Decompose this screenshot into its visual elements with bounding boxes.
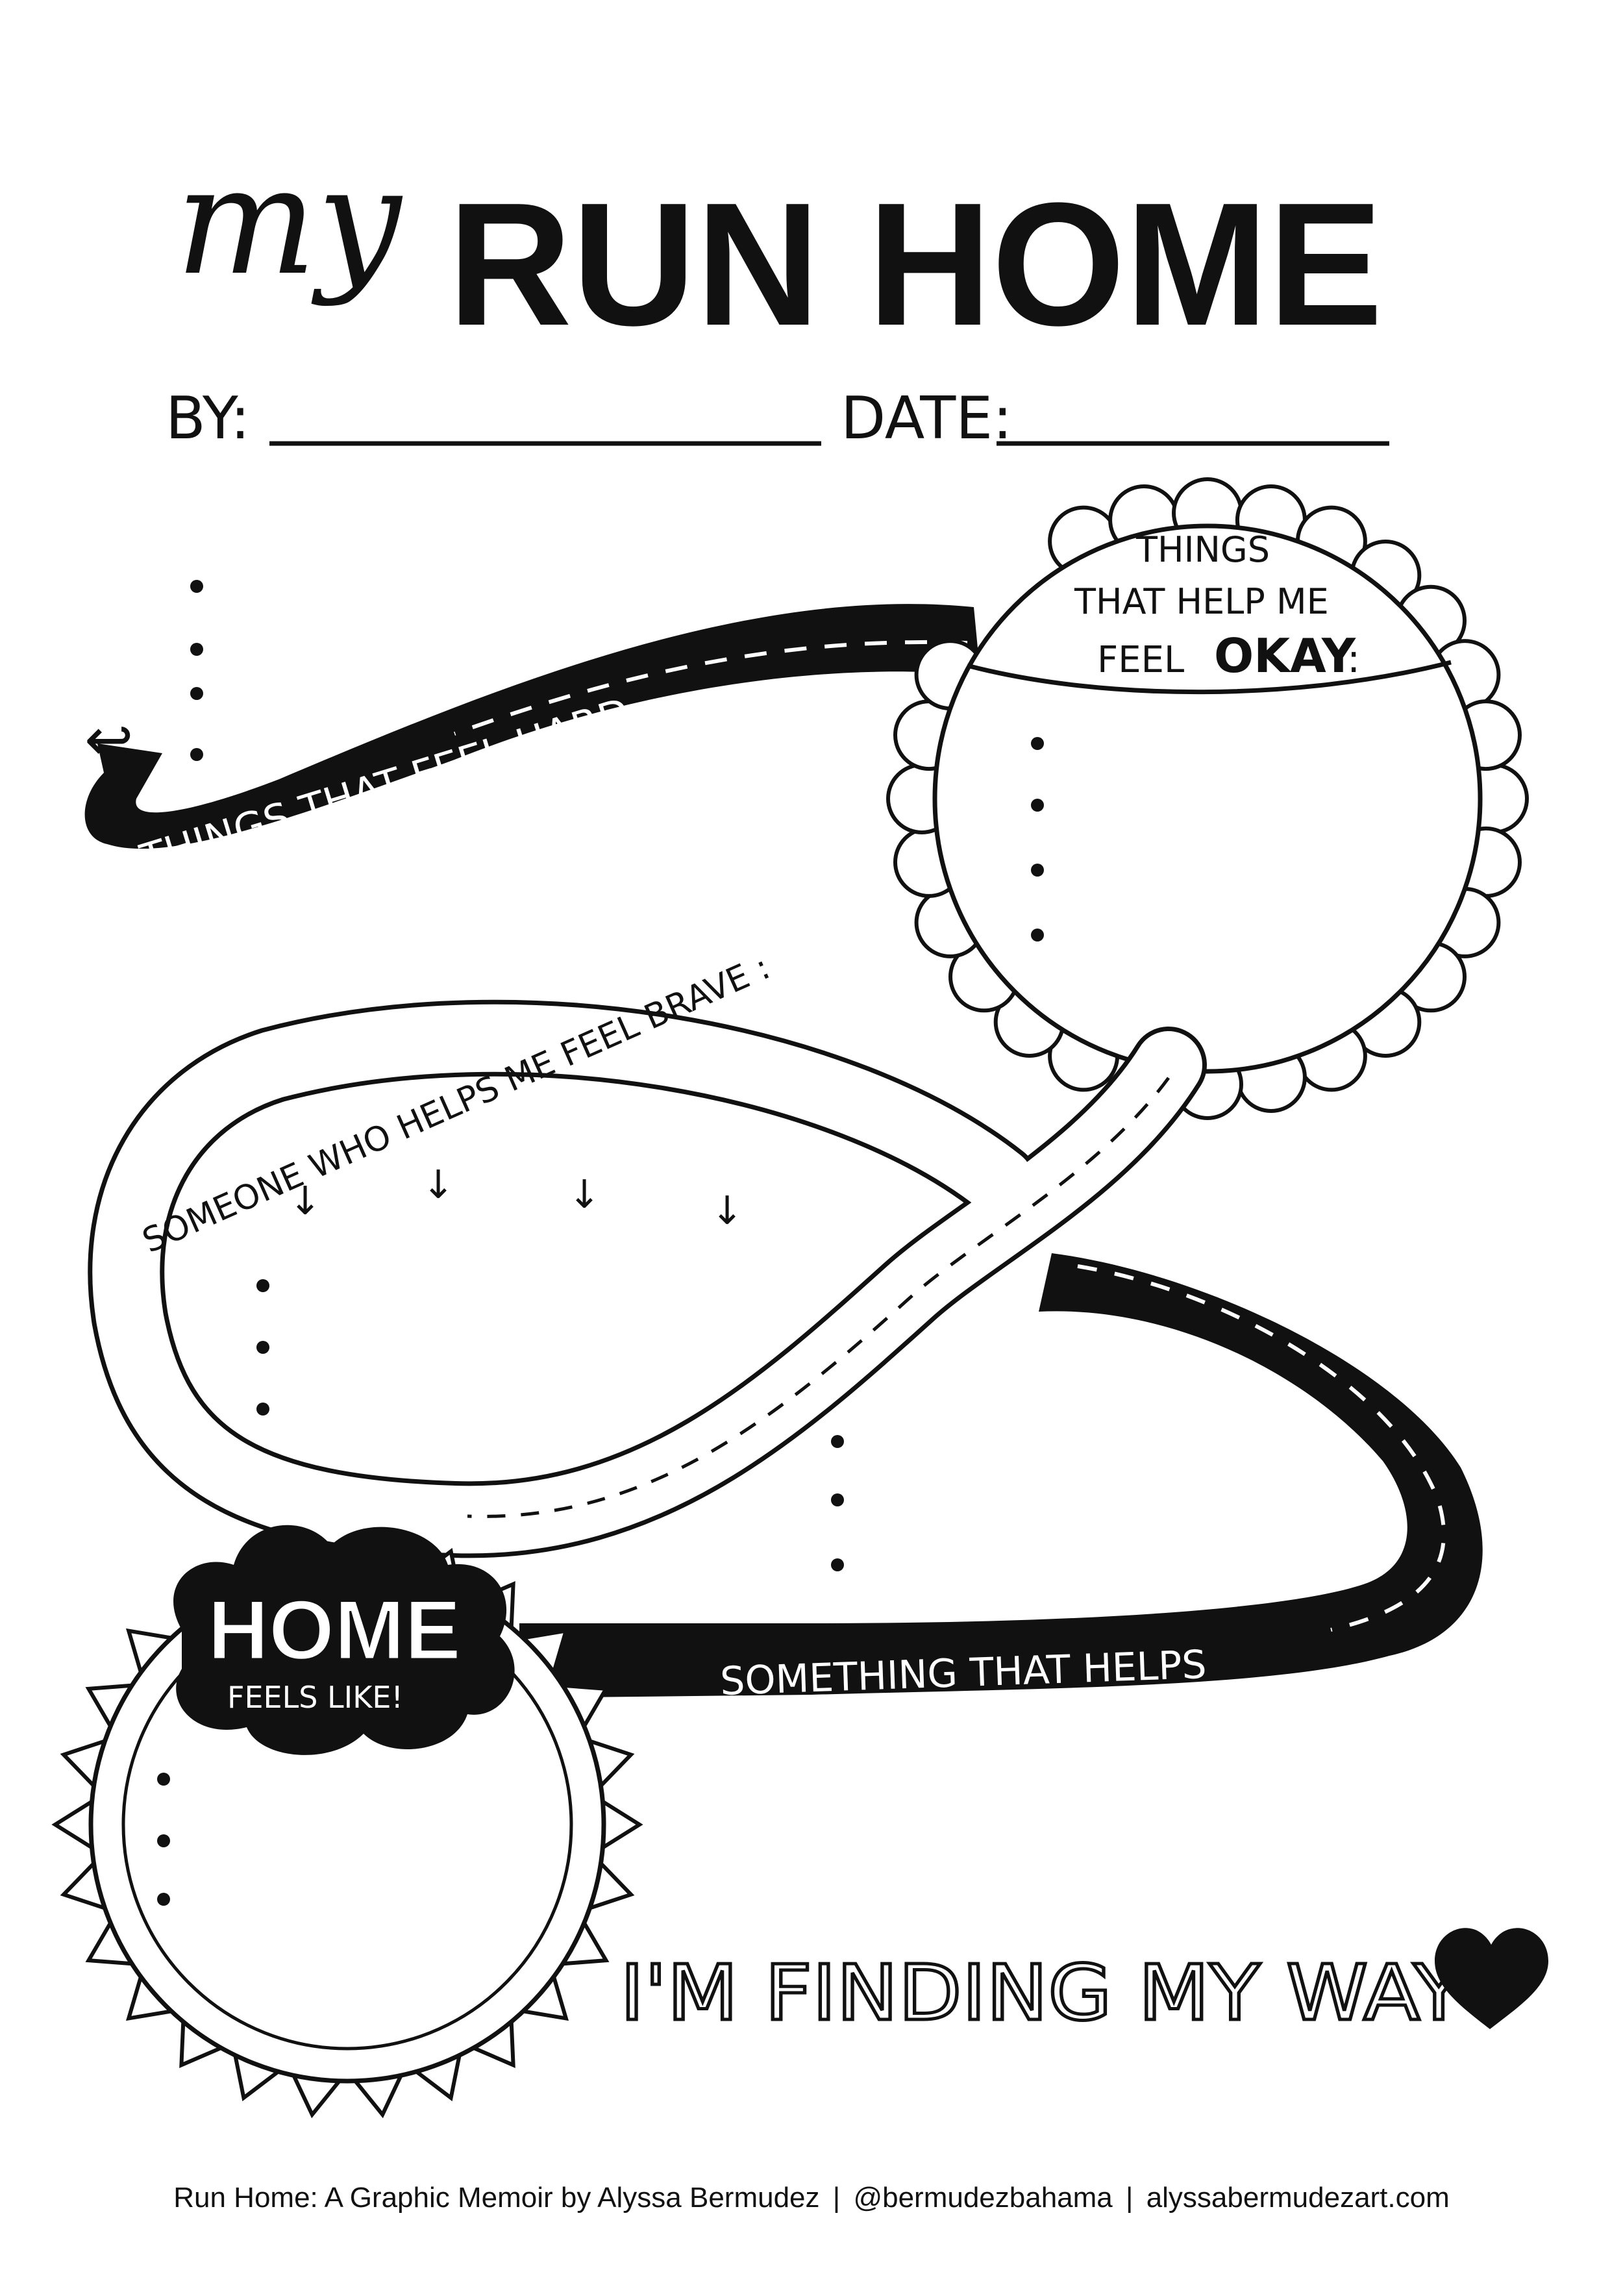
dot-bullet-icon [157,1773,170,1786]
arrow-icon: ➢ [1292,1620,1335,1677]
arrow-icon: ↓ [289,1179,321,1224]
footer-credit: Run Home: A Graphic Memoir by Alyssa Ber… [0,2182,1623,2214]
okay-label-colon: : [1347,636,1360,682]
footer-sep: | [1126,2182,1134,2214]
home-small-label: FEELS LIKE! [227,1680,403,1715]
dot-bullet-icon [831,1493,844,1506]
footer-sep: | [832,2182,841,2214]
dot-bullet-icon [1031,737,1044,750]
going-label-2: ME KEEP GOING [807,1710,1121,1766]
sun-ray [51,1798,94,1851]
dot-bullet-icon [1031,799,1044,812]
hard-label: THINGS THAT FEEL HARD [134,688,636,882]
brave-arrows: ↓ ↓ ↓ ↓ [289,1162,743,1234]
dot-bullet-icon [1031,929,1044,942]
home-cloud: HOME FEELS LIKE! [173,1525,515,1755]
dot-bullet-icon [1031,864,1044,877]
okay-bullets[interactable] [1031,737,1044,942]
hard-road: THINGS THAT FEEL HARD ↩ [84,604,980,883]
arrow-icon: ↓ [711,1188,743,1234]
dot-bullet-icon [157,1893,170,1906]
page-title: RUN HOME [448,167,1383,362]
dot-bullet-icon [190,748,203,761]
arrow-icon: ↓ [568,1172,601,1217]
heart-icon [1435,1928,1548,2029]
dot-bullet-icon [190,687,203,700]
going-bullets[interactable] [831,1435,844,1571]
brave-bullets[interactable] [256,1279,269,1416]
sun-ray [601,1798,643,1851]
okay-label-3b: OKAY [1214,629,1356,683]
home-big-label: HOME [208,1582,461,1677]
date-label: DATE: [841,384,1012,453]
home-bullets[interactable] [157,1773,170,1906]
okay-circle: THINGS THAT HELP ME FEEL OKAY : [886,477,1529,1120]
hard-bullets[interactable] [190,580,203,761]
dot-bullet-icon [190,580,203,593]
okay-label-3a: FEEL [1097,639,1184,681]
finding-label: I'M FINDING MY WAY [620,1948,1465,2038]
by-label: BY: [166,384,250,453]
footer-book: Run Home: A Graphic Memoir by Alyssa Ber… [173,2182,820,2214]
title-prefix: my [175,135,403,308]
arrow-icon: ↩ [84,708,133,773]
dot-bullet-icon [190,643,203,656]
dot-bullet-icon [831,1558,844,1571]
dot-bullet-icon [256,1279,269,1292]
okay-label-2: THAT HELP ME [1074,581,1329,622]
dot-bullet-icon [831,1435,844,1448]
dot-bullet-icon [157,1834,170,1847]
okay-label-1: THINGS [1135,529,1270,570]
arrow-icon: ↓ [422,1162,454,1208]
dot-bullet-icon [256,1341,269,1354]
footer-site[interactable]: alyssabermudezart.com [1146,2182,1450,2214]
footer-handle[interactable]: @bermudezbahama [853,2182,1113,2214]
dot-bullet-icon [256,1403,269,1416]
